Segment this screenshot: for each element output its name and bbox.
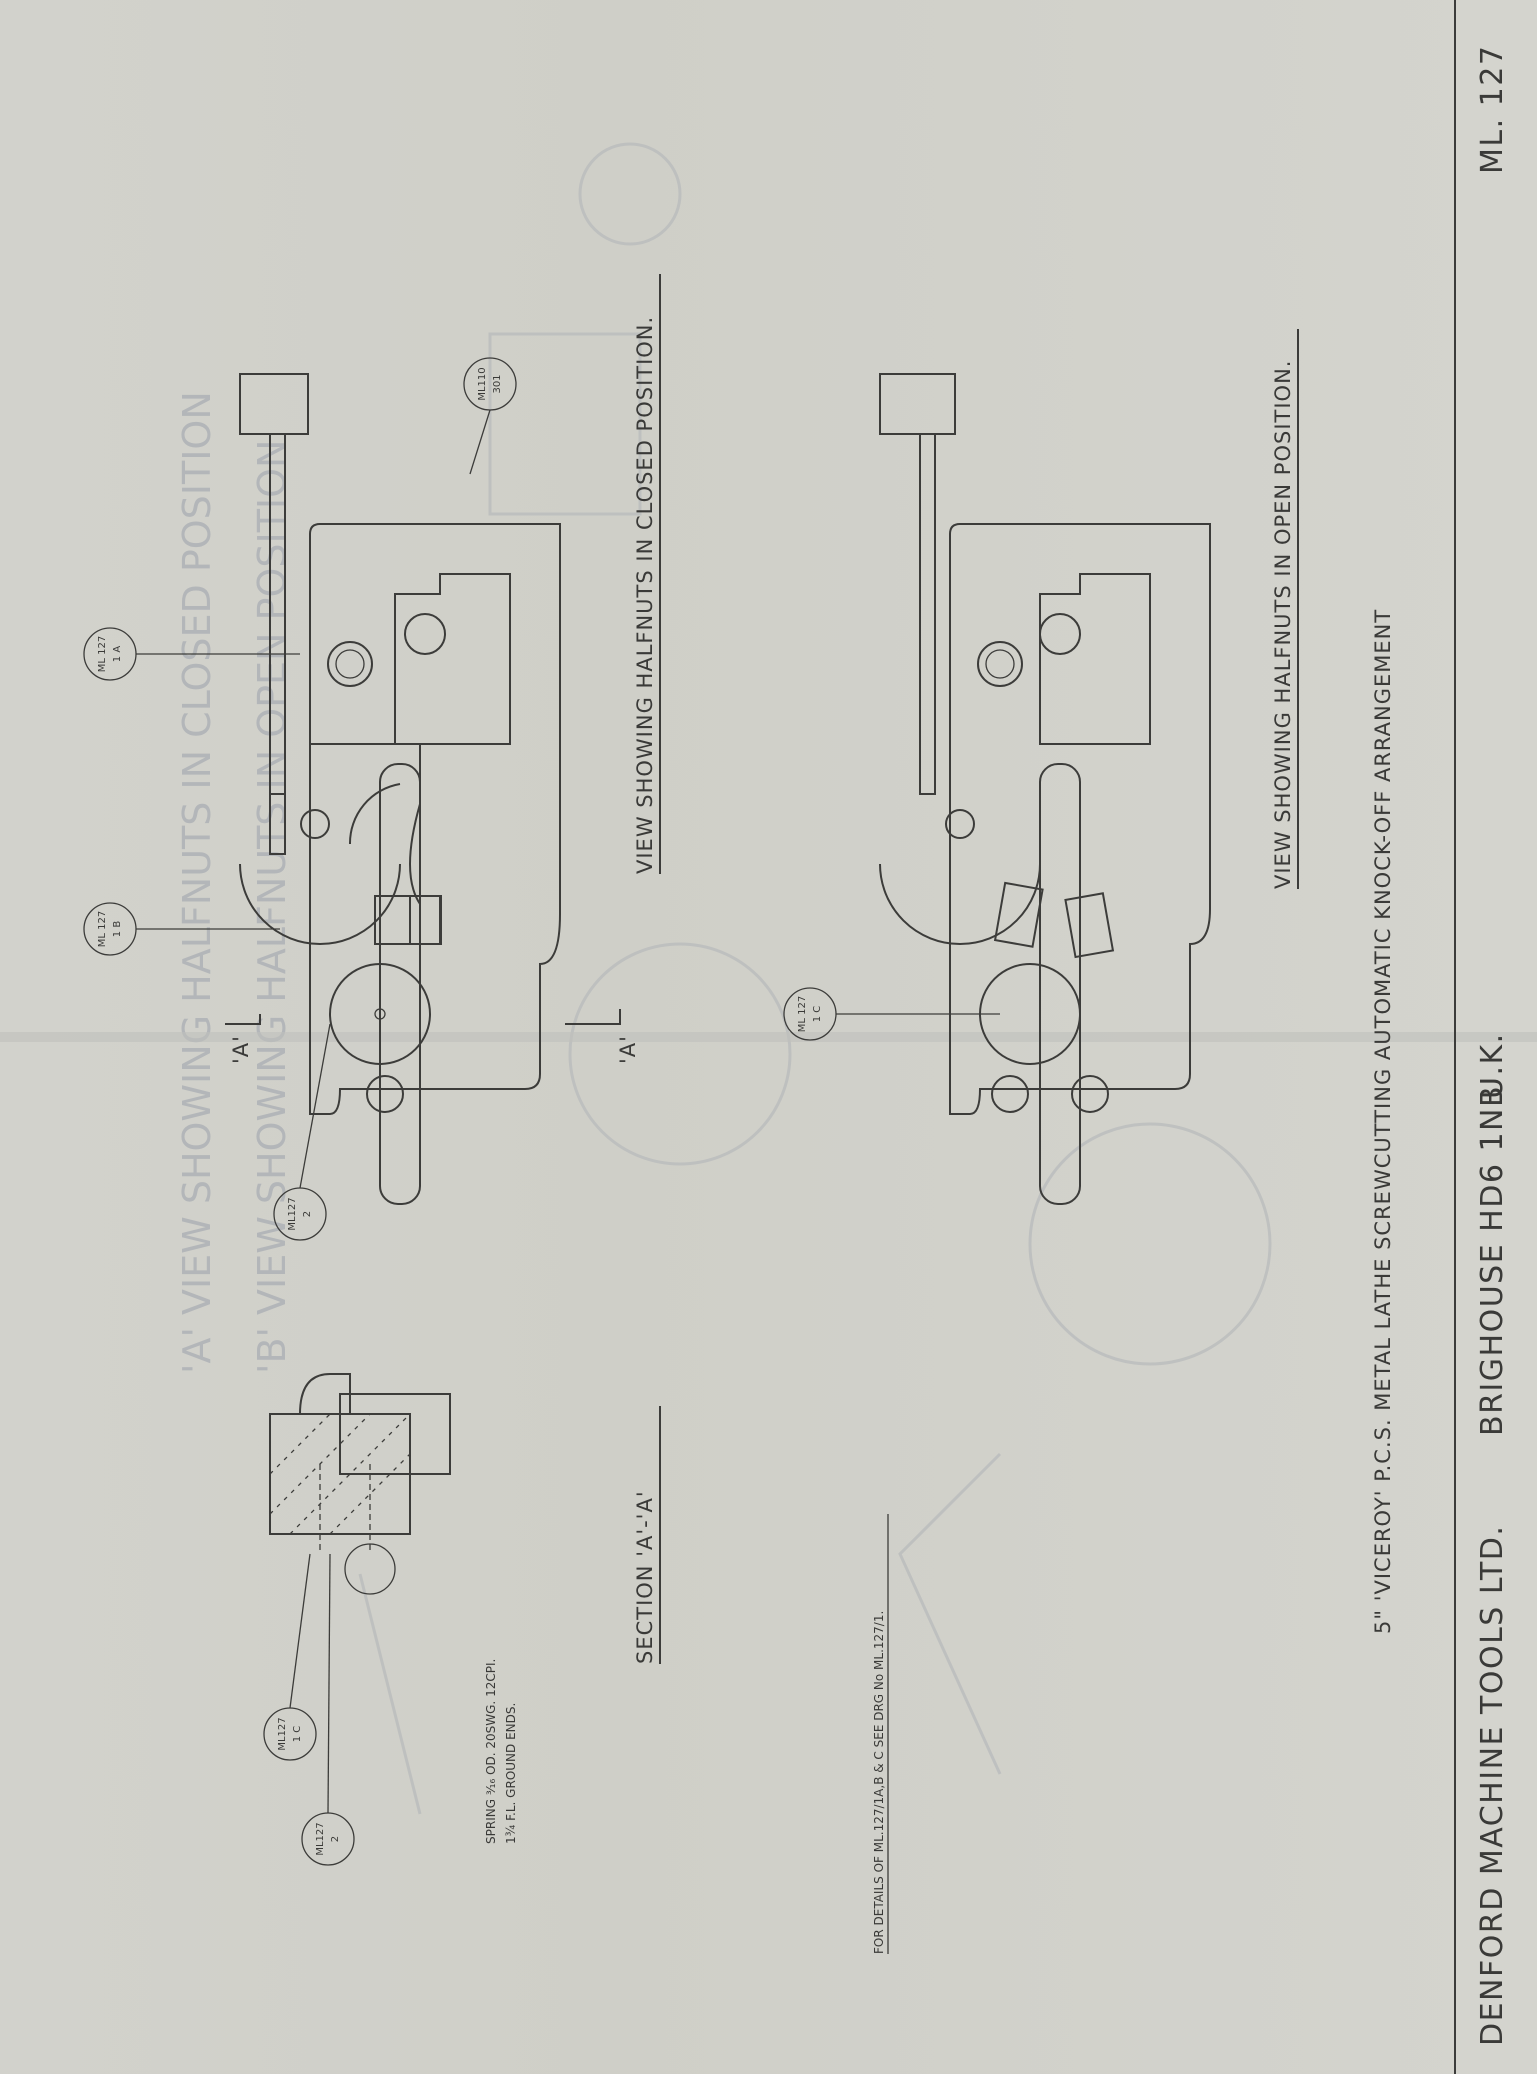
callout-110: ML110 301: [463, 357, 517, 475]
drawing-description: 5" 'VICEROY' P.C.S. METAL LATHE SCREWCUT…: [1371, 609, 1395, 1634]
closed-halfnut-2: [409, 895, 441, 945]
ghost-circle: [578, 142, 682, 246]
open-bush: [977, 641, 1023, 687]
open-screw: [991, 1075, 1029, 1113]
callout-2-section: ML127 2: [301, 1553, 355, 1866]
closed-bush: [327, 641, 373, 687]
closed-screw: [366, 1075, 404, 1113]
closed-view-title: VIEW SHOWING HALFNUTS IN CLOSED POSITION…: [633, 316, 657, 874]
callout-1c-open: ML 127 1 C: [783, 987, 1000, 1041]
closed-cam-curve: [348, 783, 421, 905]
callout-1c-open-line1: ML 127: [797, 996, 808, 1032]
open-screw-2: [1071, 1075, 1109, 1113]
open-trip-rod: [1039, 763, 1081, 1205]
closed-screw-hole: [300, 809, 330, 839]
company-address: BRIGHOUSE HD6 1NB: [1475, 1085, 1510, 1436]
ghost-text-1: 'A' VIEW SHOWING HALFNUTS IN CLOSED POSI…: [175, 391, 219, 1374]
section-a-a: [269, 1373, 451, 1595]
closed-pivot: [404, 613, 446, 655]
closed-latch-block: [394, 573, 511, 745]
open-bush-inner: [985, 649, 1015, 679]
callout-2-line2: 2: [302, 1211, 313, 1217]
open-view-mechanism: [879, 373, 1211, 1205]
callout-1c-section-line2: 1 C: [292, 1726, 303, 1743]
ghost-lines: [358, 1452, 1002, 1815]
section-arrow-2: [565, 1009, 621, 1025]
open-halfnut-2: [1064, 892, 1115, 959]
callout-1c-section: ML127 1 C: [263, 1553, 317, 1761]
open-pivot: [1039, 613, 1081, 655]
open-latch-block: [1039, 573, 1151, 745]
section-arrow-1: [225, 1014, 261, 1025]
callouts: ML 127 1 A ML 127 1 B ML127 2 ML110 301: [83, 357, 1000, 1866]
callout-110-line2: 301: [492, 374, 503, 393]
section-marker-2: 'A': [616, 1035, 640, 1064]
ghost-text-2: 'B' VIEW SHOWING HALFNUTS IN OPEN POSITI…: [250, 440, 294, 1374]
open-halfnut-1: [993, 881, 1044, 948]
closed-trip-rod: [379, 763, 421, 1205]
spring-note: SPRING ³⁄₁₆ OD. 20SWG. 12CPI.: [484, 1659, 498, 1844]
spring-note-2: 1¾ F.L. GROUND ENDS.: [504, 1703, 518, 1844]
ghost-block: [488, 332, 642, 516]
ghost-gear-2: [568, 942, 792, 1166]
reverse-side-showthrough: 'A' VIEW SHOWING HALFNUTS IN CLOSED POSI…: [0, 142, 1537, 1815]
ghost-gear: [1028, 1122, 1272, 1366]
callout-2-section-line2: 2: [330, 1836, 341, 1842]
callout-1c-section-line1: ML127: [277, 1717, 288, 1750]
details-note: FOR DETAILS OF ML.127/1A,B & C SEE DRG N…: [872, 1611, 886, 1954]
open-lever-arm: [919, 433, 936, 795]
closed-body-outline: [309, 523, 561, 1115]
open-body-outline: [949, 523, 1211, 1115]
section-title: SECTION 'A'-'A': [633, 1490, 657, 1664]
section-knob-base: [339, 1393, 451, 1475]
company-country: U.K.: [1475, 1032, 1510, 1099]
callout-2: ML127 2: [273, 1023, 331, 1241]
callout-1c-open-line2: 1 C: [812, 1006, 823, 1023]
closed-lever-end: [239, 373, 309, 435]
callout-1a: ML 127 1 A: [83, 627, 300, 681]
drawing-number: ML. 127: [1475, 45, 1510, 174]
open-lever-end: [879, 373, 956, 435]
section-marker-1: 'A': [229, 1035, 253, 1064]
callout-1b-line1: ML 127: [97, 911, 108, 947]
callout-2-section-line1: ML127: [315, 1822, 326, 1855]
closed-arc: [239, 863, 401, 945]
closed-view-mechanism: 'A' 'A': [225, 373, 640, 1205]
open-view-title: VIEW SHOWING HALFNUTS IN OPEN POSITION.: [1271, 360, 1295, 889]
section-spring: [319, 1464, 371, 1554]
section-rod-end: [344, 1543, 396, 1595]
company-name: DENFORD MACHINE TOOLS LTD.: [1475, 1525, 1510, 2046]
closed-halfnut-1: [374, 895, 442, 945]
callout-1b-line2: 1 B: [112, 921, 123, 938]
callout-1a-line1: ML 127: [97, 636, 108, 672]
section-knob: [299, 1373, 351, 1415]
callout-1a-line2: 1 A: [112, 646, 123, 663]
callout-1b: ML 127 1 B: [83, 902, 280, 956]
open-screw-hole: [945, 809, 975, 839]
open-arc: [879, 863, 1041, 945]
callout-110-line1: ML110: [477, 367, 488, 400]
closed-bush-inner: [335, 649, 365, 679]
callout-2-line1: ML127: [287, 1197, 298, 1230]
